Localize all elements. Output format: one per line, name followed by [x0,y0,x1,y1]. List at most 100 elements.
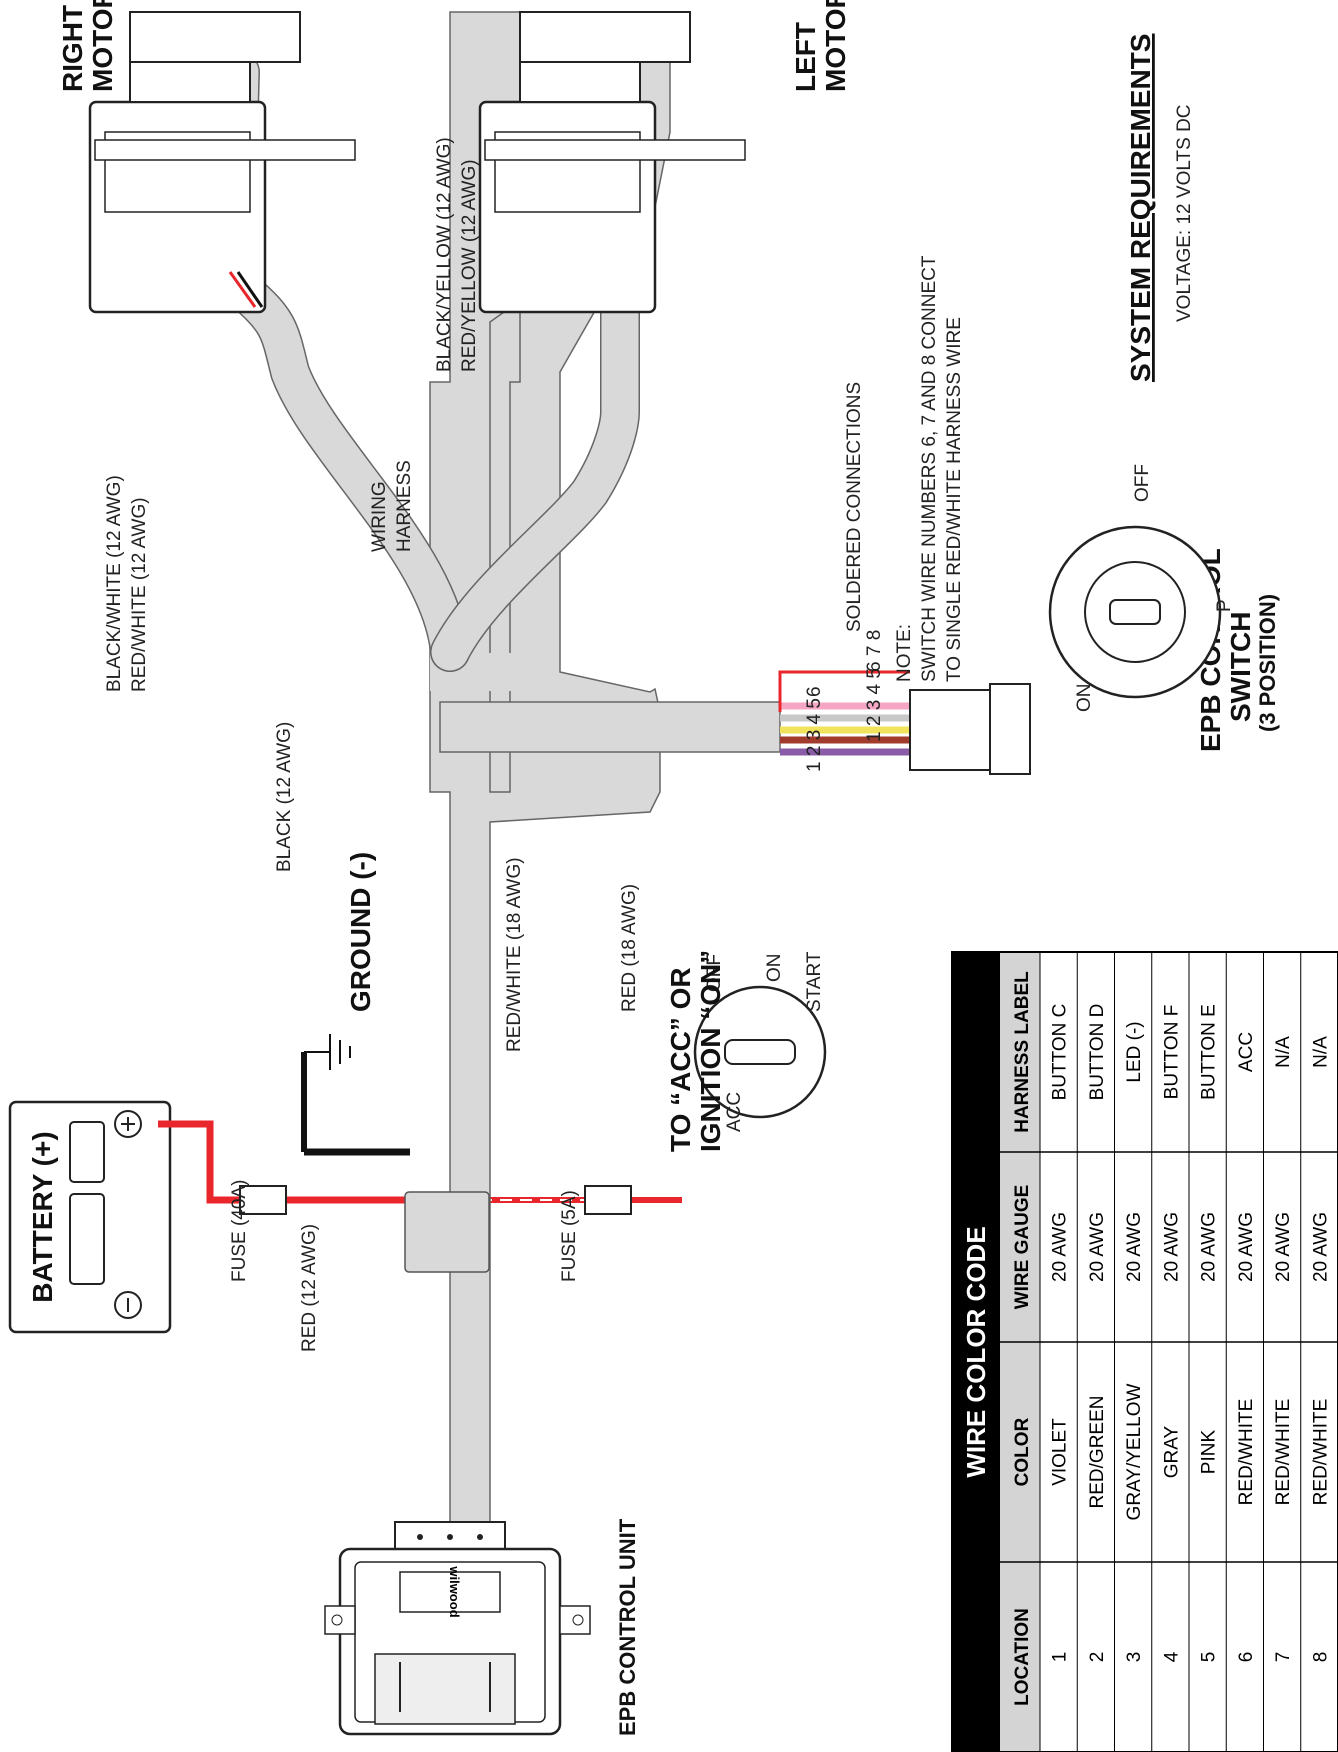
right-motor-label-1: RIGHT [57,5,88,92]
black-white-12awg-label: BLACK/WHITE (12 AWG) [104,475,125,692]
left-motor-body [478,100,657,314]
to-acc-line1: TO “ACC” OR [665,967,696,1152]
table-cell: BUTTON F [1161,1005,1182,1100]
fuse-5a [584,1185,632,1215]
epb-control-unit: wilwood EPB CONTROL UNIT [324,1518,640,1736]
ground-label: GROUND (-) [345,852,376,1012]
table-cell: ACC [1236,1032,1257,1072]
battery: BATTERY (+) [8,1100,172,1334]
table-cell: 20 AWG [1161,1212,1182,1282]
table-cell: 20 AWG [1199,1212,1220,1282]
table-cell: 4 [1161,1651,1182,1662]
red-18awg-label: RED (18 AWG) [619,884,640,1012]
voltage-label: VOLTAGE: 12 VOLTS DC [1174,104,1195,322]
system-requirements-title: SYSTEM REQUIREMENTS [1125,34,1156,382]
note-label-2: SWITCH WIRE NUMBERS 6, 7 AND 8 CONNECT [919,255,940,682]
wiring-label: WIRING [369,481,390,552]
switch-housing [909,689,991,771]
to-acc-line2: IGNITION “ON” [695,950,726,1152]
table-title-bar [952,952,1000,1752]
table-cell: RED/GREEN [1087,1396,1108,1509]
switch-numbers-678: 6 7 8 [864,630,885,672]
ecu-logo-plate [399,1571,501,1613]
table-header-cell: WIRE GAUGE [1012,1185,1033,1310]
table-border [951,951,1338,1752]
table-cell: RED/WHITE [1273,1399,1294,1506]
left-motor-head [519,11,691,63]
table-cell: BUTTON D [1087,1004,1108,1101]
switch-label-3: (3 POSITION) [1255,594,1280,732]
table-cell: 3 [1124,1652,1145,1663]
table-cell: 20 AWG [1124,1212,1145,1282]
fuse-5a-label: FUSE (5A) [559,1190,580,1282]
switch-face-off: OFF [1132,464,1153,502]
ign-off: OFF [704,954,725,992]
battery-body [8,1100,172,1334]
switch-face-p: P [1214,599,1235,612]
right-motor: RIGHT MOTOR [57,0,356,314]
table-cell: N/A [1310,1036,1331,1068]
table-cell: 20 AWG [1087,1212,1108,1282]
table-cell: 1 [1050,1652,1071,1663]
right-motor-label-2: MOTOR [87,0,118,92]
harness-switch-branch [439,701,781,753]
table-cell: RED/WHITE [1236,1399,1257,1506]
ign-on: ON [764,954,785,983]
table-cell: PINK [1199,1430,1220,1475]
ecu-heatsink [374,1653,516,1725]
left-motor-label-1: LEFT [790,22,821,92]
switch-face-on: ON [1074,684,1095,713]
table-cell: 20 AWG [1236,1212,1257,1282]
battery-negative-terminal [114,1291,142,1319]
table-cell: LED (-) [1124,1021,1145,1082]
red-white-12awg-label: RED/WHITE (12 AWG) [129,497,150,692]
table-cell: GRAY [1161,1425,1182,1478]
fuse-40a-label: FUSE (40A) [229,1180,250,1282]
table-cell: GRAY/YELLOW [1124,1383,1145,1520]
fuse-40a [239,1185,287,1215]
black-12awg-label: BLACK (12 AWG) [274,722,295,872]
table-cell: 20 AWG [1050,1212,1071,1282]
harness-numbers: 1 2 3 4 5 [804,698,825,772]
power-wiring [158,1034,682,1215]
switch-nut [989,683,1031,775]
black-yellow-12awg-label: BLACK/YELLOW (12 AWG) [434,137,455,372]
ignition-switch: ACC OFF ON START TO “ACC” OR IGNITION “O… [665,950,827,1152]
table-cell: 20 AWG [1310,1212,1331,1282]
switch-numbers: 1 2 3 4 5 [864,668,885,742]
battery-label: BATTERY (+) [27,1131,58,1302]
table-title: WIRE COLOR CODE [961,1226,991,1477]
red-12awg-label: RED (12 AWG) [299,1224,320,1352]
battery-positive-terminal [114,1110,142,1138]
table-cell: 8 [1310,1652,1331,1663]
harness-splice [404,1191,490,1273]
table-cell: VIOLET [1050,1418,1071,1486]
ign-acc: ACC [724,1092,745,1132]
battery-cell [69,1121,105,1183]
harness-branch-left [431,53,639,671]
harness-number-six: 6 [804,686,825,697]
left-motor-label-2: MOTOR [820,0,851,92]
table-cell: 2 [1087,1652,1108,1663]
right-motor-body [88,100,267,314]
note-label-1: NOTE: [894,624,915,682]
left-motor: LEFT MOTOR [478,0,851,314]
table-cell: RED/WHITE [1310,1399,1331,1506]
red-yellow-12awg-label: RED/YELLOW (12 AWG) [459,159,480,372]
labels: GROUND (-) BLACK (12 AWG) FUSE (40A) RED… [104,34,1195,1352]
switch-wires: EPB CONTROL SWITCH (3 POSITION) 1 2 3 4 … [778,548,1280,775]
table-header-cell: HARNESS LABEL [1012,971,1033,1133]
note-label-3: TO SINGLE RED/WHITE HARNESS WIRE [944,317,965,682]
table-cell: 7 [1273,1652,1294,1663]
battery-cell [69,1193,105,1285]
switch-label-2: SWITCH [1225,612,1256,722]
ign-start: START [804,951,825,1012]
ecu-mount-tab [559,1605,591,1635]
epb-switch-face: OFF P ON [1048,464,1235,713]
table-cell: 20 AWG [1273,1212,1294,1282]
table-header-cell: COLOR [1012,1417,1033,1486]
